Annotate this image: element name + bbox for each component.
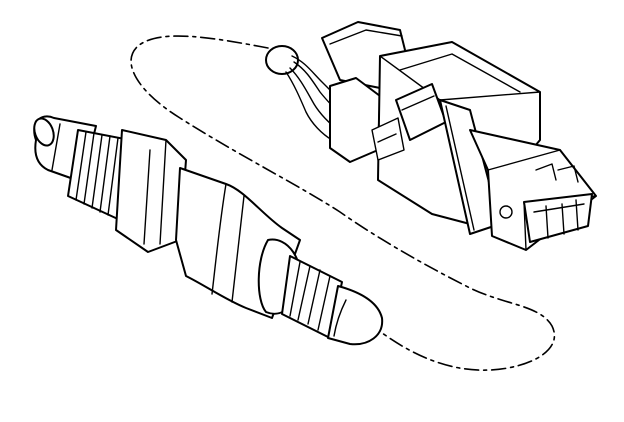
sensor-cap-end: [33, 117, 55, 147]
terminal-divider-3: [575, 199, 579, 231]
oxygen-sensor: [33, 115, 384, 346]
probe-seam: [333, 299, 347, 337]
thread-5: [107, 137, 119, 216]
terminal-divider-2: [561, 203, 565, 235]
connector-lower-boot: [329, 77, 381, 163]
hex-facet-edge-2: [159, 139, 167, 245]
connector-top-ridge: [439, 91, 541, 101]
nose-edge: [487, 149, 561, 171]
tip-thread-4: [317, 275, 331, 331]
connector-top-inner: [399, 53, 521, 93]
wire-4: [285, 71, 333, 141]
terminal-face: [523, 193, 593, 243]
tip-thread-1: [289, 261, 301, 317]
flange-inner: [445, 105, 475, 231]
tip-thread-2: [297, 265, 311, 321]
terminal-divider-1: [545, 205, 549, 239]
latch-line: [377, 133, 397, 143]
wire-sleeve-end: [265, 45, 299, 75]
connector-rivet: [499, 205, 513, 219]
body-shoulder-2: [231, 195, 245, 303]
thread-2: [83, 132, 95, 205]
connector-key-2: [557, 165, 579, 183]
connector-key: [535, 163, 557, 181]
hex-facet-edge: [143, 149, 151, 245]
lock-tab-ridge: [401, 95, 435, 111]
connector-latch[interactable]: [371, 117, 405, 161]
thread-1: [75, 131, 87, 201]
sensor-probe-tip: [327, 285, 384, 346]
thread-3: [91, 134, 103, 209]
wire-loop: [130, 35, 556, 371]
wire-bundle: [265, 45, 347, 141]
wire-loop-path: [130, 35, 556, 371]
body-shoulder: [211, 183, 227, 295]
harness-connector: [321, 21, 597, 251]
cap-seam: [51, 123, 61, 171]
thread-4: [99, 135, 111, 213]
tip-thread-3: [307, 269, 321, 325]
connector-rear-edge: [329, 29, 403, 45]
